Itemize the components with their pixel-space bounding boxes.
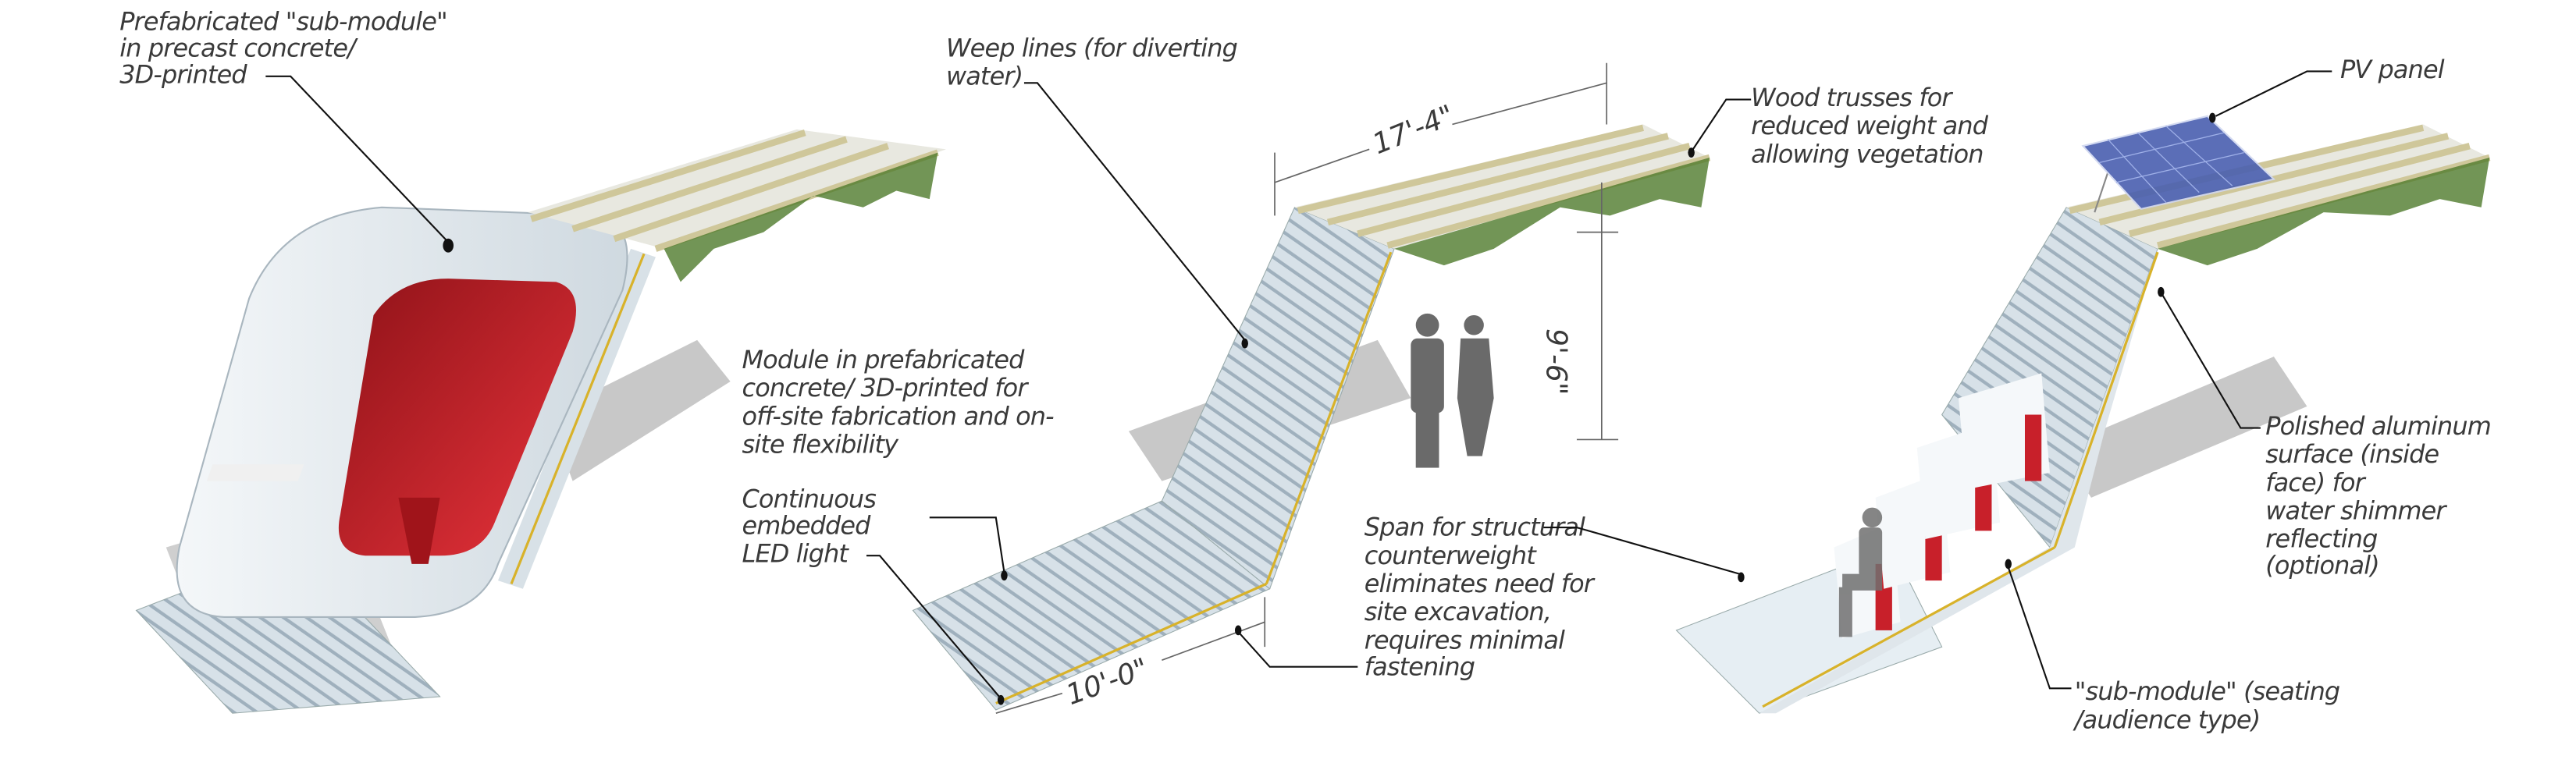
shadow bbox=[2058, 357, 2307, 498]
label-line: water) bbox=[946, 61, 1023, 90]
label-line: (optional) bbox=[2265, 551, 2379, 580]
callout-module-prefab: Module in prefabricated concrete/ 3D-pri… bbox=[742, 345, 1055, 459]
label-line: "sub-module" (seating bbox=[2075, 676, 2340, 706]
human-figures bbox=[1411, 313, 1494, 468]
label-line: Module in prefabricated bbox=[742, 345, 1026, 374]
led-strip bbox=[1762, 546, 2056, 708]
label-line: in precast concrete/ bbox=[119, 33, 358, 62]
label-line: face) for bbox=[2265, 467, 2366, 497]
callout-led-light: Continuous embedded LED light bbox=[742, 484, 1008, 705]
label-line: water shimmer bbox=[2265, 495, 2447, 525]
label-line: surface (inside bbox=[2265, 439, 2439, 469]
seated-figure bbox=[1838, 507, 1883, 637]
wood-trusses bbox=[1294, 124, 1711, 266]
label-line: Weep lines (for diverting bbox=[946, 33, 1237, 62]
label-line: counterweight bbox=[1364, 541, 1537, 570]
seating-steps bbox=[1834, 373, 2050, 639]
label-line: allowing vegetation bbox=[1751, 139, 1984, 169]
label-line: /audience type) bbox=[2073, 704, 2261, 734]
module-2-ramp bbox=[912, 124, 1711, 711]
module-1-pod bbox=[135, 129, 947, 714]
label-line: Prefabricated "sub-module" bbox=[119, 6, 447, 36]
label-line: LED light bbox=[742, 539, 850, 569]
callout-span-counterweight: Span for structural counterweight elimin… bbox=[1234, 513, 1745, 681]
callout-submodule-precast: Prefabricated "sub-module" in precast co… bbox=[119, 6, 454, 253]
label-line: reduced weight and bbox=[1751, 111, 1989, 140]
label-line: requires minimal bbox=[1364, 625, 1565, 655]
table bbox=[206, 464, 304, 481]
dimension-height: 9'-6" bbox=[1540, 182, 1619, 441]
led-strip bbox=[2053, 251, 2159, 548]
label-line: off-site fabrication and on- bbox=[742, 401, 1055, 431]
dimension-length-label: 17'-4" bbox=[1368, 98, 1459, 161]
label-line: Wood trusses for bbox=[1751, 83, 1953, 112]
label-line: 3D-printed bbox=[119, 59, 247, 89]
callout-weep-lines: Weep lines (for diverting water) bbox=[946, 33, 1248, 349]
led-strip bbox=[995, 582, 1268, 704]
label-line: site excavation, bbox=[1364, 597, 1551, 626]
pv-panel bbox=[2081, 115, 2276, 213]
module-3-seating bbox=[1675, 115, 2491, 714]
label-line: PV panel bbox=[2340, 55, 2445, 84]
pod-interior bbox=[338, 279, 576, 556]
dimension-height-label: 9'-6" bbox=[1540, 328, 1574, 396]
callout-wood-trusses: Wood trusses for reduced weight and allo… bbox=[1688, 83, 1990, 169]
bench bbox=[398, 497, 440, 564]
label-line: fastening bbox=[1364, 651, 1475, 681]
led-strip bbox=[510, 253, 646, 584]
callout-submodule-seating: "sub-module" (seating /audience type) bbox=[2005, 559, 2340, 734]
label-line: Continuous bbox=[742, 484, 877, 514]
label-line: reflecting bbox=[2265, 524, 2377, 554]
label-line: eliminates need for bbox=[1364, 569, 1596, 598]
wood-trusses bbox=[528, 129, 947, 282]
callout-polished-aluminum: Polished aluminum surface (inside face) … bbox=[2158, 286, 2492, 580]
label-line: concrete/ 3D-printed for bbox=[742, 373, 1030, 403]
label-line: Polished aluminum bbox=[2265, 411, 2491, 441]
callout-pv-panel: PV panel bbox=[2208, 55, 2446, 123]
led-strip bbox=[1265, 251, 1393, 584]
label-line: site flexibility bbox=[742, 429, 900, 459]
label-line: embedded bbox=[742, 511, 872, 541]
shadow bbox=[547, 339, 731, 481]
